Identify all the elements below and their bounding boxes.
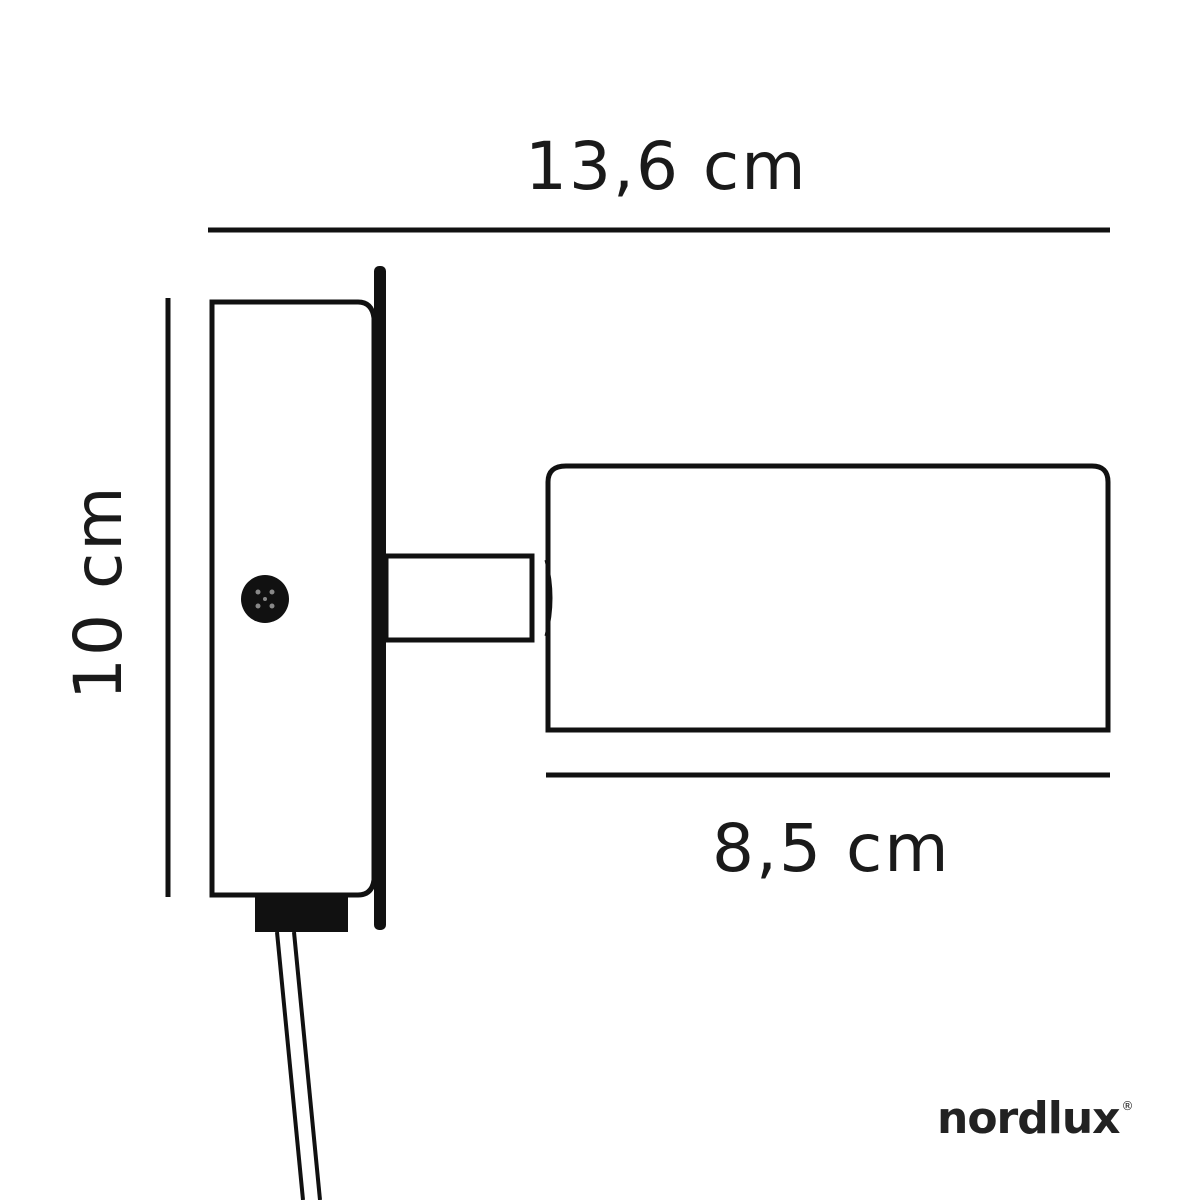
cable-gland [255, 897, 348, 932]
head-length-label: 8,5 cm [712, 810, 951, 887]
height-label: 10 cm [60, 484, 137, 700]
spot-head [545, 463, 1111, 733]
arm [383, 553, 535, 643]
brand-logo: nordlux® [937, 1093, 1134, 1144]
registered-mark: ® [1121, 1099, 1134, 1113]
mounting-plate [374, 266, 386, 930]
head-joint [544, 559, 553, 637]
brand-name: nordlux [937, 1093, 1121, 1144]
screw-icon [241, 575, 289, 623]
width-label: 13,6 cm [525, 128, 808, 205]
power-cable [275, 931, 322, 1200]
wall-box [209, 299, 377, 898]
